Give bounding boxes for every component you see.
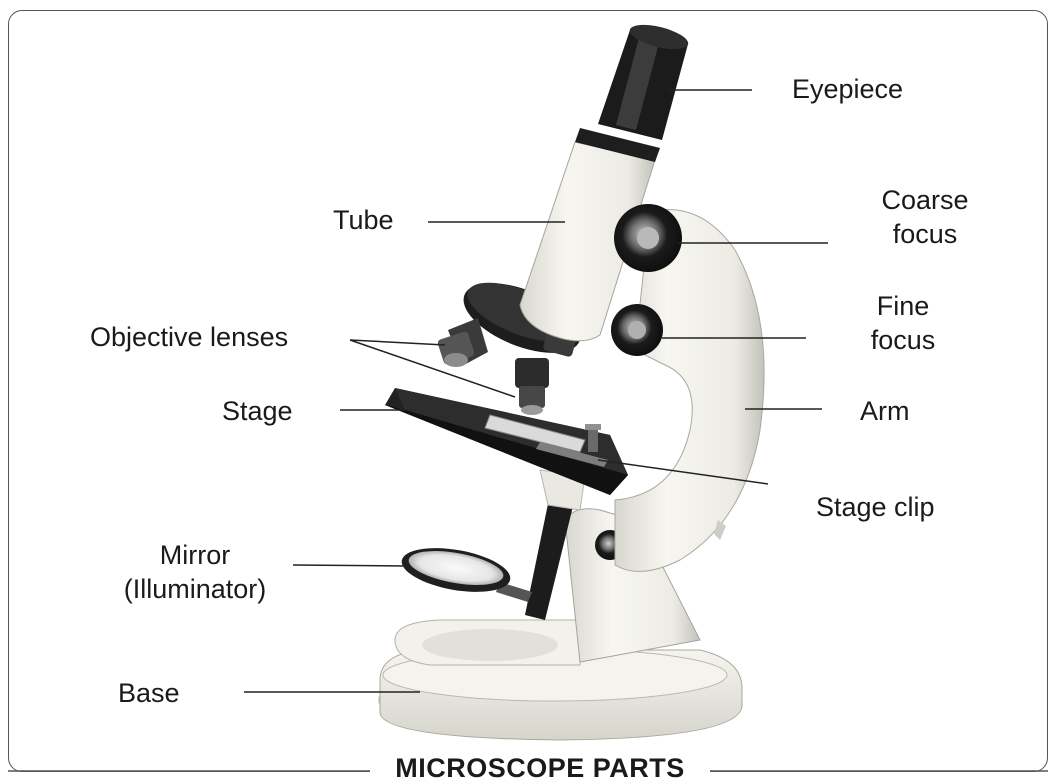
eyepiece-label: Eyepiece: [792, 72, 903, 106]
fine-focus-label: Fine focus: [850, 289, 956, 357]
objective-lenses-label: Objective lenses: [90, 320, 288, 354]
mirror-part: [398, 541, 532, 602]
diagram-title-container: MICROSCOPE PARTS: [370, 752, 710, 784]
eyepiece-part: [598, 20, 691, 140]
tube-label: Tube: [333, 203, 394, 237]
mirror-label-line1: Mirror: [100, 538, 290, 572]
stage-part: [385, 388, 628, 495]
coarse-focus-label-line1: Coarse: [870, 183, 980, 217]
fine-focus-label-line2: focus: [850, 323, 956, 357]
fine-focus-label-line1: Fine: [850, 289, 956, 323]
coarse-focus-knob: [614, 204, 682, 272]
mirror-label: Mirror (Illuminator): [100, 538, 290, 606]
objective-leader-2: [350, 340, 515, 397]
coarse-focus-label: Coarse focus: [870, 183, 980, 251]
base-label: Base: [118, 676, 180, 710]
stage-clip-label: Stage clip: [816, 490, 935, 524]
fine-focus-knob: [611, 304, 663, 356]
coarse-focus-label-line2: focus: [870, 217, 980, 251]
arm-label: Arm: [860, 394, 910, 428]
mirror-leader: [293, 565, 405, 566]
mirror-label-line2: (Illuminator): [100, 572, 290, 606]
diagram-title: MICROSCOPE PARTS: [395, 753, 685, 783]
stage-label: Stage: [222, 394, 293, 428]
